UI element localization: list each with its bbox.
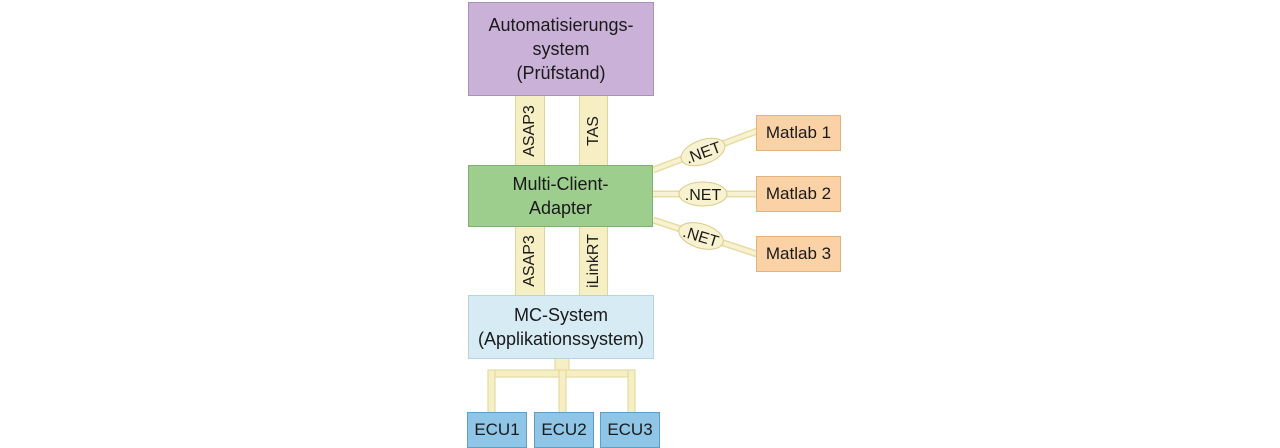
ecu-bus — [487, 357, 636, 414]
ecu-1-label: ECU1 — [474, 420, 520, 439]
multi-client-adapter-box: Multi-Client- Adapter — [468, 165, 653, 227]
net-label-1: .NET — [680, 137, 726, 168]
ecu-3-label: ECU3 — [607, 420, 653, 439]
matlab-2-box: Matlab 2 — [756, 176, 841, 212]
ecu-bus-drop-3 — [627, 369, 636, 414]
interface-ilinkrt: iLinkRT — [579, 226, 608, 296]
interface-asap3-top-label: ASAP3 — [521, 104, 538, 157]
interface-tas: TAS — [579, 95, 608, 166]
interface-asap3-top: ASAP3 — [515, 95, 545, 166]
mc-system-box: MC-System (Applikationssystem) — [468, 295, 654, 359]
ecu-2-label: ECU2 — [541, 420, 587, 439]
matlab-1-label: Matlab 1 — [765, 123, 832, 142]
mc-system-line-1: MC-System — [514, 305, 608, 325]
ecu-1-box: ECU1 — [467, 412, 527, 448]
net-label-text-2: .NET — [685, 187, 722, 204]
automation-system-line-3: (Prüfstand) — [516, 63, 606, 83]
ecu-3-box: ECU3 — [600, 412, 660, 448]
interface-tas-label: TAS — [584, 115, 602, 146]
ecu-2-box: ECU2 — [534, 412, 594, 448]
matlab-1-box: Matlab 1 — [756, 115, 841, 151]
mc-system-line-2: (Applikationssystem) — [477, 329, 645, 349]
adapter-line-1: Multi-Client- — [512, 174, 609, 194]
ecu-bus-drop-2 — [558, 369, 567, 414]
matlab-2-label: Matlab 2 — [765, 184, 832, 203]
matlab-3-label: Matlab 3 — [765, 244, 832, 263]
adapter-line-2: Adapter — [528, 198, 593, 218]
automation-system-line-2: system — [532, 39, 590, 59]
ecu-bus-drop-1 — [487, 369, 496, 414]
net-label-2: .NET — [678, 181, 728, 207]
matlab-3-box: Matlab 3 — [756, 236, 841, 272]
net-label-3: .NET — [678, 222, 724, 251]
interface-asap3-bottom-label: ASAP3 — [521, 235, 538, 287]
automation-system-line-1: Automatisierungs- — [488, 15, 634, 35]
automation-system-box: Automatisierungs- system (Prüfstand) — [468, 2, 654, 96]
interface-asap3-bottom: ASAP3 — [515, 226, 545, 296]
interface-ilinkrt-label: iLinkRT — [584, 234, 602, 288]
